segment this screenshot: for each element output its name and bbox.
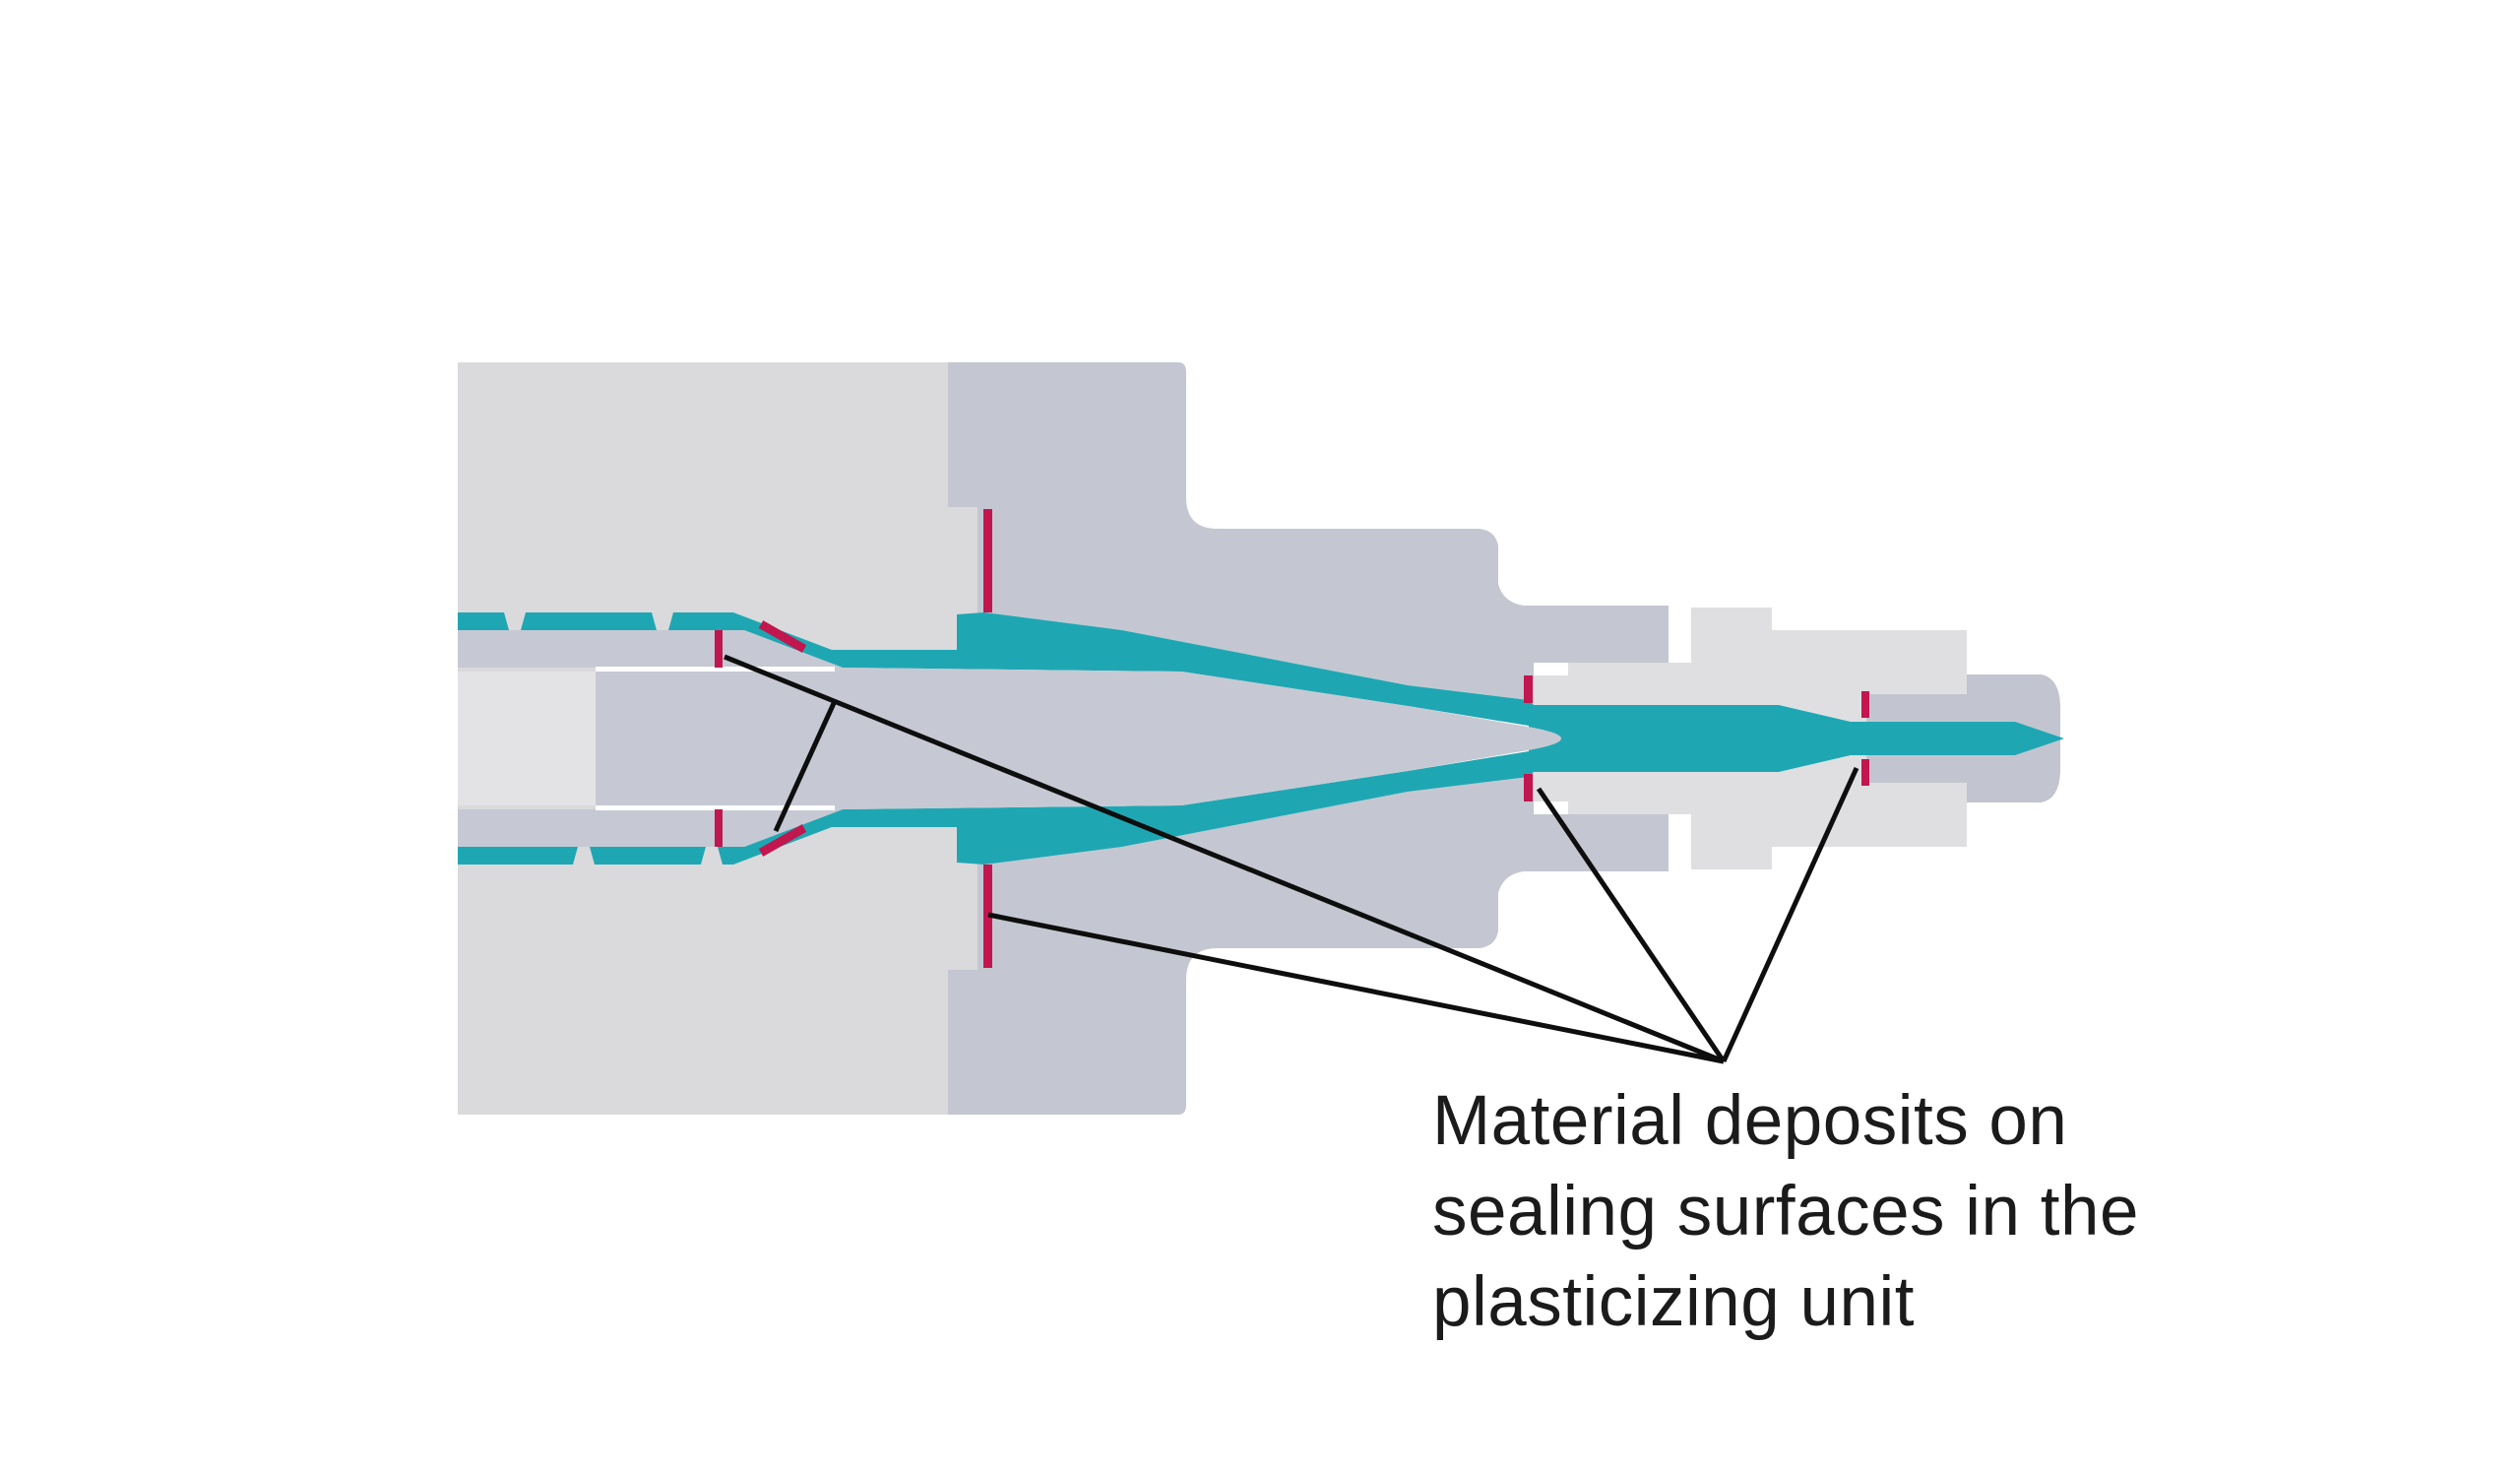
seal-mark-ring-lower bbox=[715, 809, 723, 847]
screw-flight-notch bbox=[573, 847, 595, 865]
lower-joint-gap bbox=[1669, 814, 1691, 877]
screw-flight-notch bbox=[652, 612, 673, 630]
screw-flight-notch bbox=[701, 847, 723, 865]
leader-line-ring-seal bbox=[724, 654, 1725, 1064]
seal-mark-barrel-lower bbox=[983, 865, 992, 968]
caption-line-2: sealing surfaces in the bbox=[1432, 1173, 2139, 1251]
seal-mark-taper-upper bbox=[758, 620, 807, 653]
screw-core-block bbox=[458, 672, 596, 805]
caption-line-3: plasticizing unit bbox=[1432, 1263, 1915, 1341]
seal-mark-head-upper bbox=[1524, 675, 1533, 703]
seal-mark-taper-lower bbox=[758, 824, 807, 857]
leader-line-taper-seal bbox=[773, 699, 838, 833]
leader-line-barrel-seal bbox=[987, 912, 1725, 1064]
seal-mark-head-lower bbox=[1524, 774, 1533, 802]
nozzle-head-lower bbox=[1534, 755, 1967, 869]
seal-mark-barrel-upper bbox=[983, 509, 992, 612]
leader-line-tip-seal bbox=[1721, 766, 1859, 1063]
seal-mark-tip-upper bbox=[1861, 691, 1869, 718]
upper-gap-line bbox=[596, 667, 835, 672]
melt-channel bbox=[458, 612, 2064, 865]
nozzle-head-upper bbox=[1534, 608, 1967, 722]
caption-line-1: Material deposits on bbox=[1432, 1082, 2067, 1160]
leader-line-head-seal bbox=[1536, 787, 1727, 1063]
nozzle-adapter-upper bbox=[948, 362, 1669, 705]
lower-ring-strip bbox=[458, 809, 843, 847]
seal-mark-tip-lower bbox=[1861, 759, 1869, 786]
nozzle-adapter-lower bbox=[948, 772, 1669, 1115]
seal-mark-ring-upper bbox=[715, 630, 723, 668]
upper-ring-strip bbox=[458, 630, 843, 668]
upper-joint-gap bbox=[1669, 600, 1691, 663]
lower-gap-line bbox=[596, 805, 835, 810]
screw-flight-notch bbox=[504, 612, 526, 630]
